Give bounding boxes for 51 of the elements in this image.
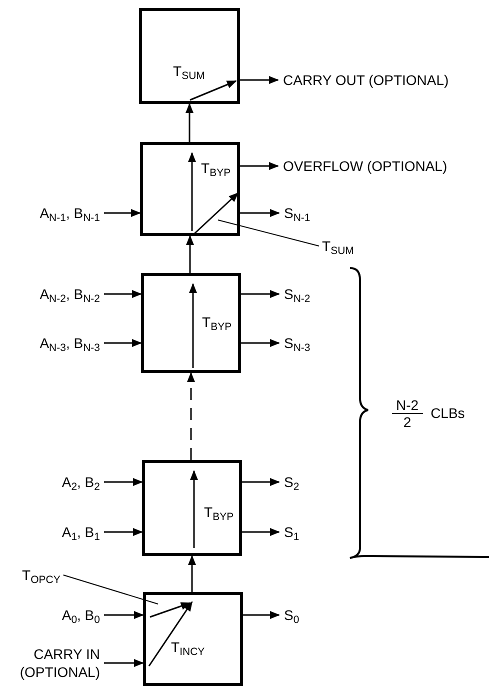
arrow	[240, 76, 279, 84]
logic-block	[142, 460, 242, 556]
signal-label: CARRY IN (OPTIONAL)	[8, 645, 100, 681]
arrow	[186, 103, 194, 142]
logic-block	[143, 592, 243, 686]
arrow	[241, 290, 280, 298]
arrow	[104, 528, 143, 536]
arrow	[242, 478, 280, 486]
arrow	[104, 290, 142, 298]
signal-label: OVERFLOW (OPTIONAL)	[283, 157, 448, 175]
signal-label: A$_{0}$, B$_{0}$	[62, 606, 100, 624]
signal-label: A$_{N-2}$, B$_{N-2}$	[40, 285, 100, 303]
signal-label: A$_{N-1}$, B$_{N-1}$	[40, 204, 100, 222]
signal-label: CARRY OUT (OPTIONAL)	[283, 71, 449, 89]
arrow	[104, 478, 143, 486]
signal-label: S$_{1}$	[284, 523, 300, 541]
logic-block	[141, 273, 241, 373]
delay-label: T$_{BYP}$	[201, 161, 231, 175]
signal-label: S$_{2}$	[284, 473, 300, 491]
arrow	[242, 528, 280, 536]
arrow	[104, 611, 144, 619]
signal-label: A$_{1}$, B$_{1}$	[62, 523, 100, 541]
signal-label: S$_{N-1}$	[284, 204, 310, 222]
arrow	[104, 659, 144, 667]
signal-label: S$_{N-3}$	[284, 334, 310, 352]
arrow	[186, 235, 194, 273]
arrow	[104, 339, 142, 347]
delay-label: T$_{BYP}$	[204, 505, 234, 519]
fraction-numerator: N-2	[395, 397, 420, 413]
arrow	[104, 209, 141, 217]
signal-label: S$_{0}$	[284, 606, 300, 624]
logic-block	[139, 8, 240, 104]
arrow	[240, 162, 279, 170]
delay-label: T$_{INCY}$	[171, 640, 205, 654]
count-label: CLBs	[430, 404, 465, 423]
arrow	[243, 611, 280, 619]
arrow	[240, 209, 280, 217]
leader-line	[218, 220, 320, 246]
delay-label: T$_{SUM}$	[173, 64, 205, 78]
delay-label: T$_{SUM}$	[322, 237, 354, 255]
arrow	[241, 339, 280, 347]
signal-label: S$_{N-2}$	[284, 285, 310, 303]
arrow	[188, 555, 196, 592]
delay-label: T$_{OPCY}$	[22, 566, 60, 584]
fraction-denominator: 2	[392, 413, 423, 430]
arrow	[187, 372, 195, 460]
delay-label: T$_{BYP}$	[202, 315, 232, 329]
leader-line	[62, 574, 158, 604]
signal-label: A$_{N-3}$, B$_{N-3}$	[40, 334, 100, 352]
signal-label: A$_{2}$, B$_{2}$	[62, 473, 100, 491]
logic-block	[140, 142, 240, 236]
